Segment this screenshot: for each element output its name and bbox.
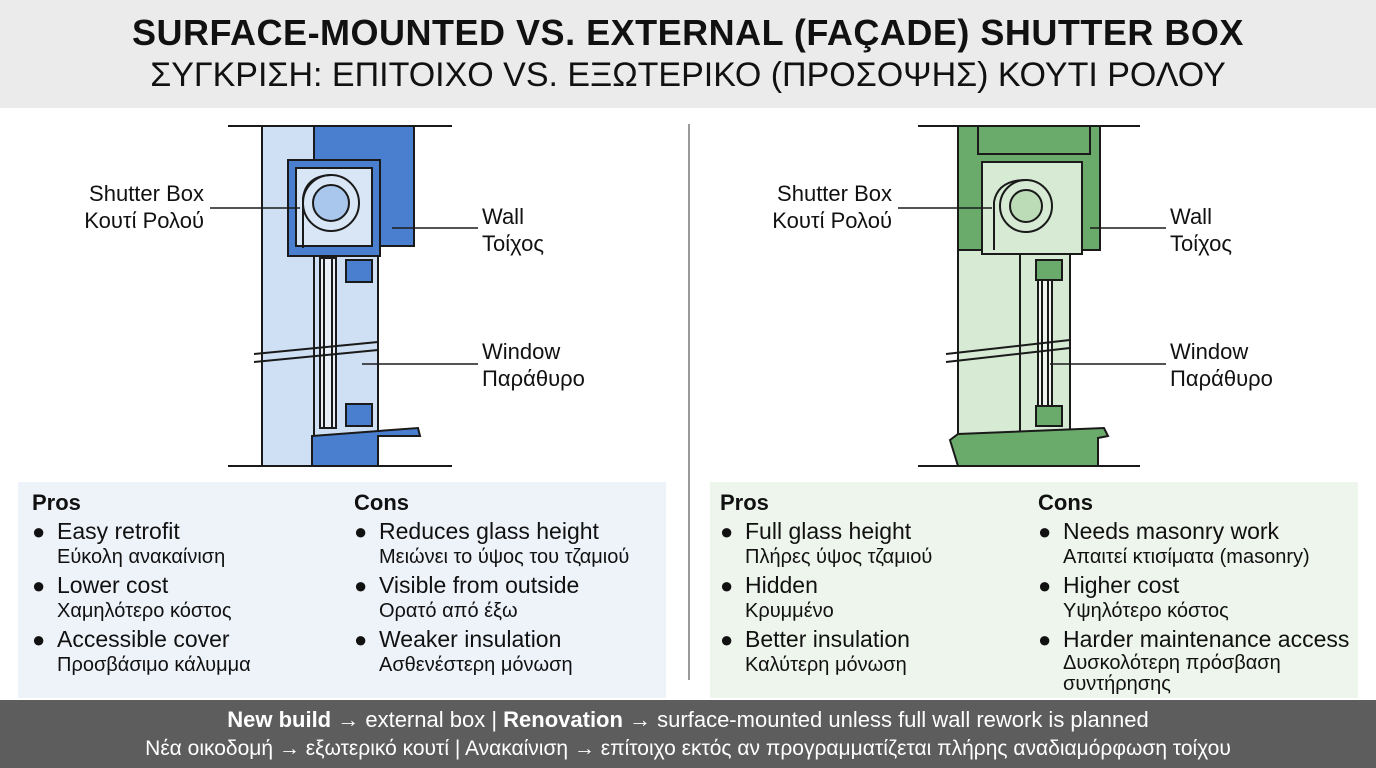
label-shutter-box-right: Shutter Box Κουτί Ρολού (772, 181, 892, 233)
surface-mounted-diagram (228, 125, 452, 467)
label-wall-right: Wall Τοίχος (1170, 204, 1232, 256)
label-shutter-box-left: Shutter Box Κουτί Ρολού (84, 181, 204, 233)
page-subtitle-greek: ΣΥΓΚΡΙΣΗ: ΕΠΙΤΟΙΧΟ VS. ΕΞΩΤΕΡΙΚΟ (ΠΡΟΣΟΨ… (150, 56, 1226, 94)
cons-heading: Cons (1038, 490, 1093, 515)
label-wall-left: Wall Τοίχος (482, 204, 544, 256)
footer-line-english: New build → external box | Renovation → … (227, 707, 1149, 732)
leader-lines-left (210, 207, 478, 365)
pros-heading: Pros (32, 490, 81, 515)
label-window-left: Window Παράθυρο (482, 339, 585, 391)
footer-recommendation: New build → external box | Renovation → … (0, 700, 1376, 768)
cons-heading: Cons (354, 490, 409, 515)
page-title: SURFACE-MOUNTED VS. EXTERNAL (FAÇADE) SH… (132, 12, 1244, 53)
leader-lines-right (898, 207, 1166, 365)
label-window-right: Window Παράθυρο (1170, 339, 1273, 391)
external-facade-diagram (918, 125, 1140, 467)
pros-heading: Pros (720, 490, 769, 515)
header: SURFACE-MOUNTED VS. EXTERNAL (FAÇADE) SH… (0, 0, 1376, 108)
footer-line-greek: Νέα οικοδομή → εξωτερικό κουτί | Ανακαίν… (145, 737, 1231, 760)
center-divider (688, 124, 690, 680)
